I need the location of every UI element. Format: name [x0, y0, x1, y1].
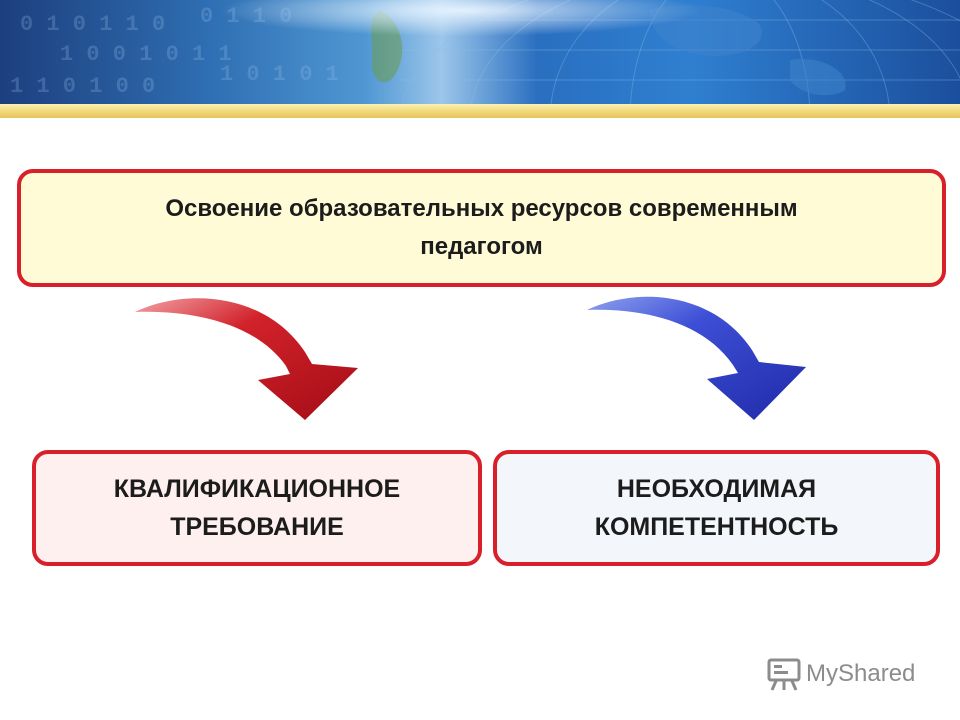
banner-gold-strip — [0, 104, 960, 118]
competence-line-2: КОМПЕТЕНТНОСТЬ — [594, 513, 839, 541]
header-banner: 0 1 0 1 1 0 1 0 0 1 0 1 1 1 1 0 1 0 0 0 … — [0, 0, 960, 104]
svg-text:1 0 1 0 1: 1 0 1 0 1 — [220, 62, 339, 87]
svg-text:1 1 0 1 0 0: 1 1 0 1 0 0 — [10, 74, 155, 99]
watermark-text: MyShared — [806, 660, 916, 687]
qualification-line-1: КВАЛИФИКАЦИОННОЕ — [113, 475, 401, 503]
svg-text:1 0 0 1 0 1 1: 1 0 0 1 0 1 1 — [60, 42, 232, 67]
curved-arrow-blue-icon — [587, 296, 806, 420]
qualification-requirement-box: КВАЛИФИКАЦИОННОЕ ТРЕБОВАНИЕ — [32, 450, 482, 566]
curved-arrow-red-icon — [135, 298, 358, 420]
main-topic-box: Освоение образовательных ресурсов соврем… — [17, 169, 946, 287]
watermark: MyShared — [766, 657, 915, 691]
competence-line-1: НЕОБХОДИМАЯ — [616, 475, 817, 503]
svg-text:0 1 0 1 1 0: 0 1 0 1 1 0 — [20, 12, 165, 37]
qualification-line-2: ТРЕБОВАНИЕ — [170, 513, 344, 541]
required-competence-box: НЕОБХОДИМАЯ КОМПЕТЕНТНОСТЬ — [493, 450, 940, 566]
main-topic-text: Освоение образовательных ресурсов соврем… — [165, 195, 798, 260]
presentation-board-icon — [767, 658, 801, 691]
globe-graphic: 0 1 0 1 1 0 1 0 0 1 0 1 1 1 1 0 1 0 0 0 … — [0, 0, 960, 104]
svg-text:0 1 1 0: 0 1 1 0 — [200, 4, 292, 29]
